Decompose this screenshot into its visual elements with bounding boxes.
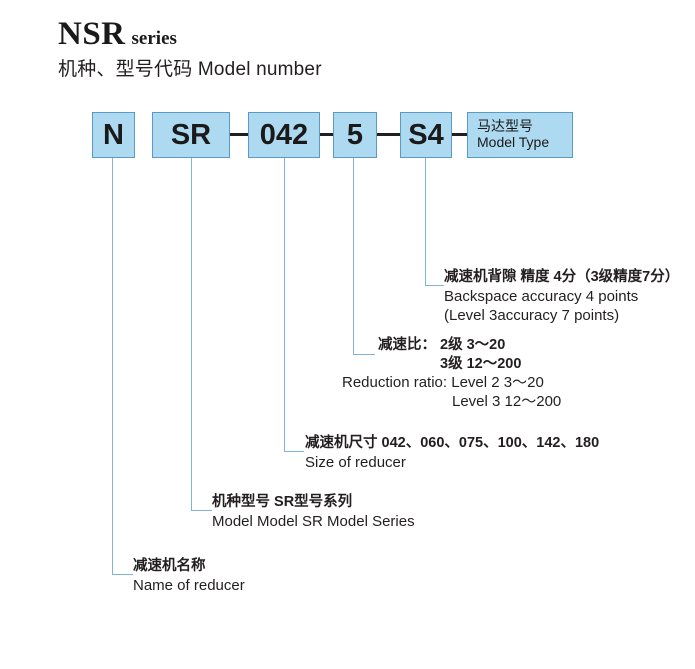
annotation-model-series: 机种型号 SR型号系列 Model Model SR Model Series [212, 493, 415, 531]
annotation-backspace-accuracy: 减速机背隙 精度 4分（3级精度7分） Backspace accuracy 4… [444, 268, 679, 325]
leader-line-ratio-vertical [353, 158, 354, 355]
annotation-name-cn: 减速机名称 [133, 558, 206, 574]
leader-line-name-vertical [112, 158, 113, 575]
code-box-size[interactable]: 042 [248, 112, 320, 158]
connector-dash-3 [377, 133, 400, 136]
page-subtitle: 机种、型号代码 Model number [58, 59, 322, 80]
annotation-accuracy-en-1: Backspace accuracy 4 points [444, 287, 639, 305]
annotation-ratio-cn-1: 减速比： 2级 3～20 [378, 337, 506, 353]
model-type-cn: 马达型号 [477, 118, 533, 135]
annotation-accuracy-cn: 减速机背隙 精度 4分（3级精度7分） [444, 269, 680, 285]
annotation-ratio-cn-2: 3级 12～200 [440, 355, 522, 372]
connector-dash-2 [320, 133, 333, 136]
title-main-text: NSR [58, 16, 126, 52]
annotation-ratio-en-2: Level 3 12～200 [452, 393, 562, 411]
model-type-en: Model Type [477, 134, 550, 150]
leader-line-name-elbow [112, 574, 133, 575]
leader-line-accuracy-elbow [425, 285, 444, 286]
leader-line-size-vertical [284, 158, 285, 452]
code-box-model-type[interactable]: 马达型号 Model Type [467, 112, 573, 158]
annotation-reduction-ratio: 减速比： 2级 3～20 3级 12～200 Reduction ratio: … [342, 336, 562, 411]
annotation-size-en: Size of reducer [305, 453, 406, 471]
leader-line-size-elbow [284, 451, 304, 452]
code-box-accuracy[interactable]: S4 [400, 112, 452, 158]
annotation-accuracy-en-2: (Level 3accuracy 7 points) [444, 306, 620, 324]
leader-line-series-vertical [191, 158, 192, 511]
title-series-text: series [131, 28, 177, 49]
annotation-series-cn: 机种型号 SR型号系列 [212, 494, 353, 510]
code-box-ratio[interactable]: 5 [333, 112, 377, 158]
connector-dash-1 [230, 133, 248, 136]
annotation-series-en: Model Model SR Model Series [212, 512, 415, 530]
annotation-ratio-en-1: Reduction ratio: Level 2 3～20 [342, 374, 544, 392]
code-box-name[interactable]: N [92, 112, 135, 158]
annotation-size-cn: 减速机尺寸 042、060、075、100、142、180 [305, 435, 600, 451]
annotation-name-of-reducer: 减速机名称 Name of reducer [133, 557, 245, 595]
annotation-name-en: Name of reducer [133, 576, 245, 594]
leader-line-series-elbow [191, 510, 212, 511]
annotation-size-of-reducer: 减速机尺寸 042、060、075、100、142、180 Size of re… [305, 434, 599, 472]
code-box-series[interactable]: SR [152, 112, 230, 158]
connector-dash-4 [452, 133, 467, 136]
leader-line-ratio-elbow [353, 354, 375, 355]
leader-line-accuracy-vertical [425, 158, 426, 286]
